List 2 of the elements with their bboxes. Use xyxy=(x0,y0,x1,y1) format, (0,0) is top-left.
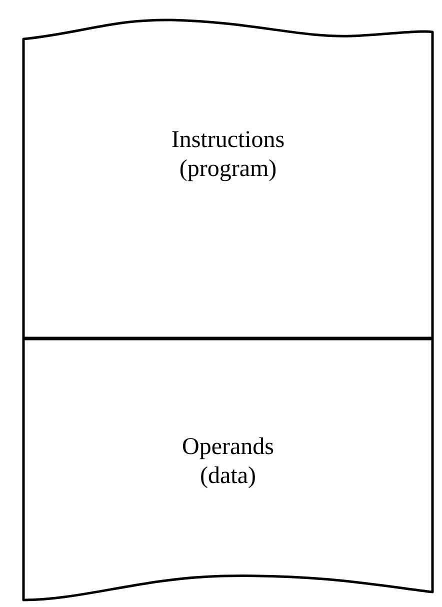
section-label: Operands (data) xyxy=(181,433,275,491)
section-label: Instructions (program) xyxy=(170,126,286,184)
